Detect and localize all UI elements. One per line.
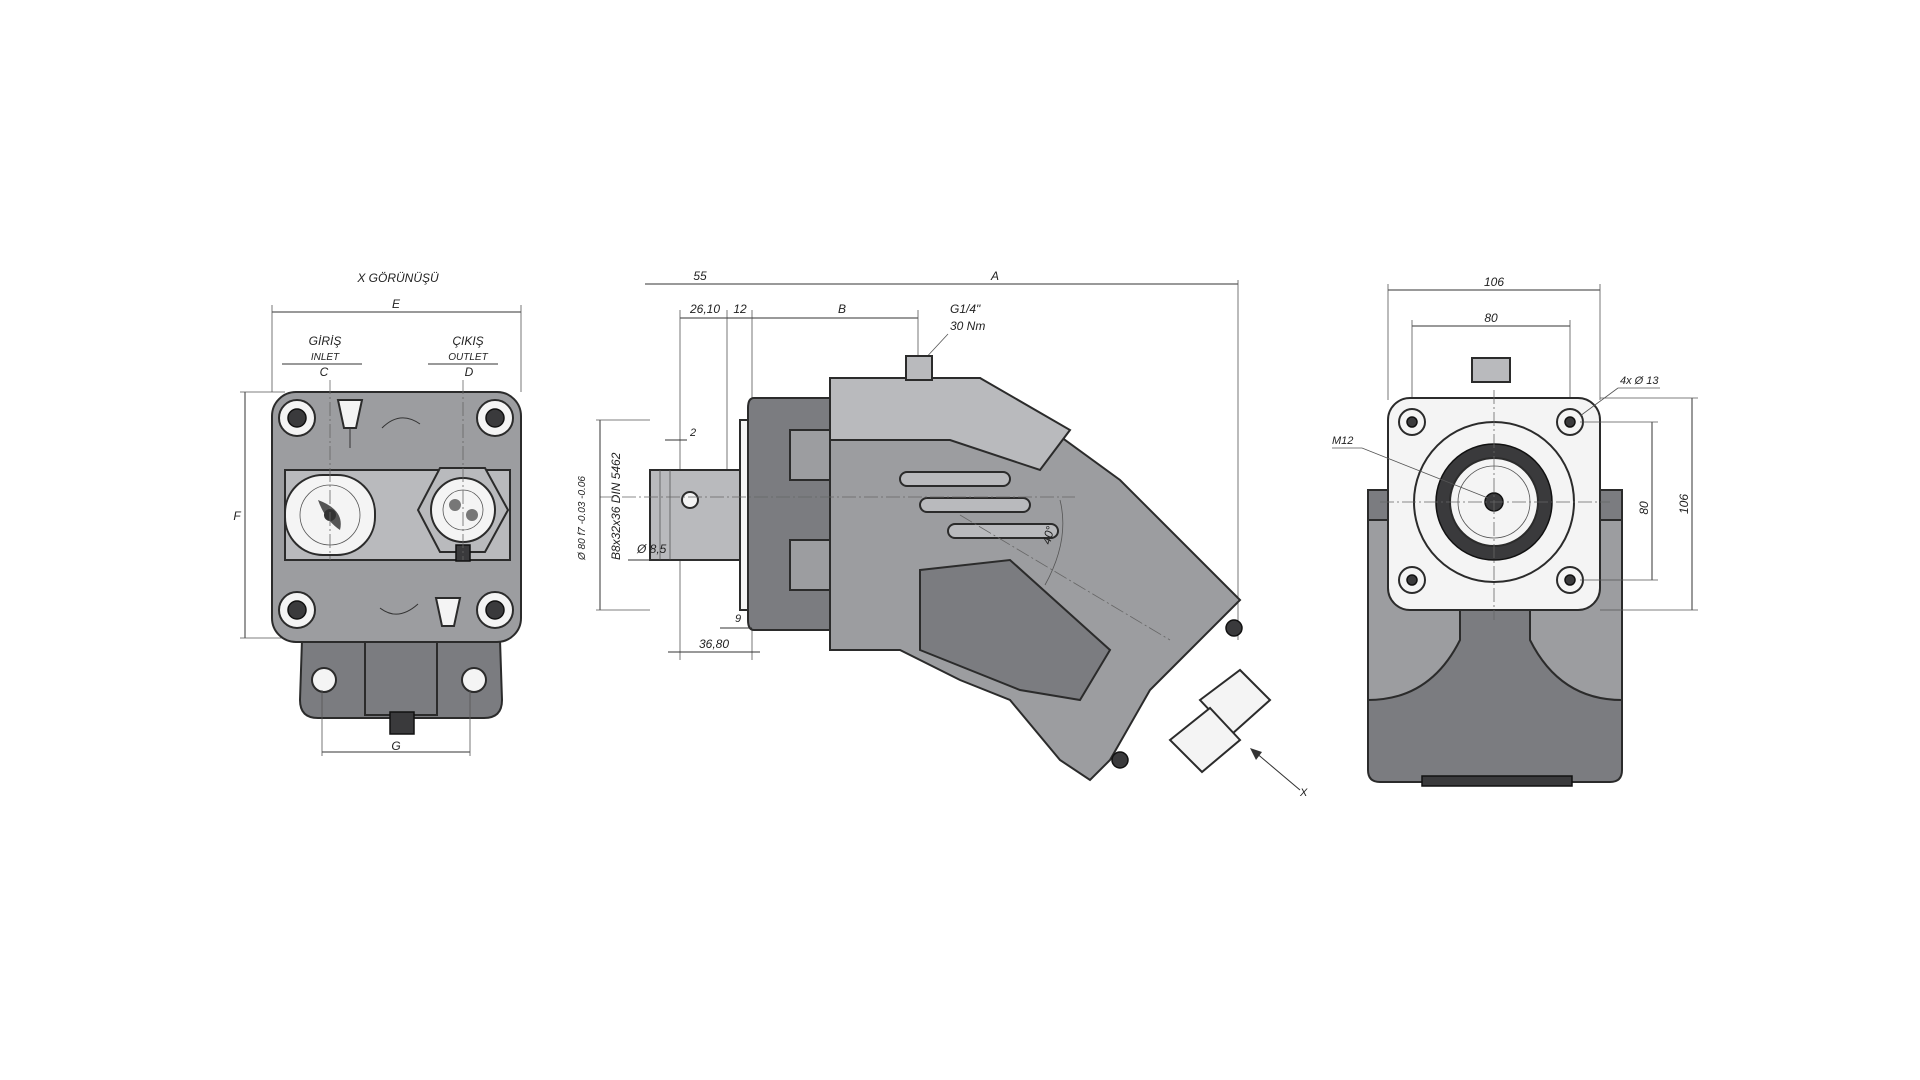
left-foot-hole-right [461,667,487,693]
dim-C: C [282,363,362,379]
left-view-title: X GÖRÜNÜŞÜ [356,271,439,285]
view-arrow-label: X [1299,787,1308,799]
dim-106-side-label: 106 [1677,494,1691,514]
shaft-pin-hole [681,491,699,509]
dim-2610-label: 26,10 [689,302,720,316]
dim-3680-label: 36,80 [699,637,729,651]
angle-label: 40° [1039,524,1057,545]
dim-9-label: 9 [735,613,741,625]
dim-A-label: A [990,269,999,283]
dim-106-top-label: 106 [1484,275,1504,289]
left-foot-hole-left [311,667,337,693]
dim-F: F [233,391,285,639]
front-top-plug [1471,357,1511,383]
outlet-label-en: OUTLET [448,352,488,363]
dim-9: 9 [720,613,752,629]
side-view: 55 A 26,10 12 B G1/4" 30 Nm [577,269,1308,799]
dim-G: G [321,690,471,756]
dim-3680: 36,80 [668,637,760,653]
front-base-plate [1421,775,1573,787]
dim-106-side: 106 [1600,397,1698,611]
dim-pin-dia: Ø 8,5 [628,542,700,561]
inlet-label-tr: GİRİŞ [309,334,342,348]
cup-icon-bottom [434,597,462,627]
dim-55: 55 [645,269,758,285]
top-port-plug [905,355,933,381]
outlet-label-tr: ÇIKIŞ [452,334,483,348]
pin-dia-label: Ø 8,5 [636,542,667,556]
front-housing-boss-top [789,429,831,481]
end-fitting-2 [1168,706,1242,774]
holes-label: 4x Ø 13 [1620,375,1659,387]
left-shaft-stub [389,711,415,735]
dim-E-label: E [392,297,401,311]
main-body-side-face [919,558,1112,702]
cup-icon-top [336,399,364,429]
slot-2 [919,497,1031,513]
dim-shaft-dia: Ø 80 f7 -0.03 -0.06 [577,419,650,611]
front-housing-boss-bottom [789,539,831,591]
port-size-label: G1/4" [950,302,981,316]
main-body-top-face [829,377,1072,472]
thread-label: M12 [1332,435,1353,447]
dim-B: B [752,302,919,360]
left-bolts [278,399,514,629]
dim-106-top: 106 [1387,275,1601,400]
dim-F-label: F [233,509,241,523]
inlet-label-en: INLET [311,352,340,363]
outlet-port [430,477,496,543]
rotation-arrow-bottom-icon [379,603,419,615]
slot-1 [899,471,1011,487]
dim-B-label: B [838,302,846,316]
slot-3 [947,523,1059,539]
left-lower-neck [364,639,438,716]
front-view: 106 80 4x Ø 13 M12 [1332,275,1698,787]
dim-80-side-label: 80 [1637,501,1651,515]
dim-C-label: C [320,365,329,379]
dim-55-label: 55 [693,269,707,283]
dim-G-label: G [391,739,400,753]
spline-label: B8x32x36 DIN 5462 [609,452,623,560]
dim-80-side: 80 [1580,421,1658,581]
dim-12-label: 12 [733,302,747,316]
left-view: X GÖRÜNÜŞÜ E GİRİŞ INLET C ÇIKIŞ OUTLET … [233,271,522,756]
shaft-dia-label: Ø 80 f7 -0.03 -0.06 [577,476,588,561]
dim-2: 2 [665,427,696,441]
end-bolt-2 [1111,751,1129,769]
dim-A: A [758,269,1239,640]
dim-2-label: 2 [689,427,696,439]
dim-D: D [428,363,498,379]
port-torque-label: 30 Nm [950,319,985,333]
dim-D-label: D [465,365,474,379]
dim-E: E [271,297,522,392]
end-bolt-1 [1225,619,1243,637]
dim-80-top-label: 80 [1484,311,1498,325]
rotation-arrow-top-icon [381,417,421,429]
